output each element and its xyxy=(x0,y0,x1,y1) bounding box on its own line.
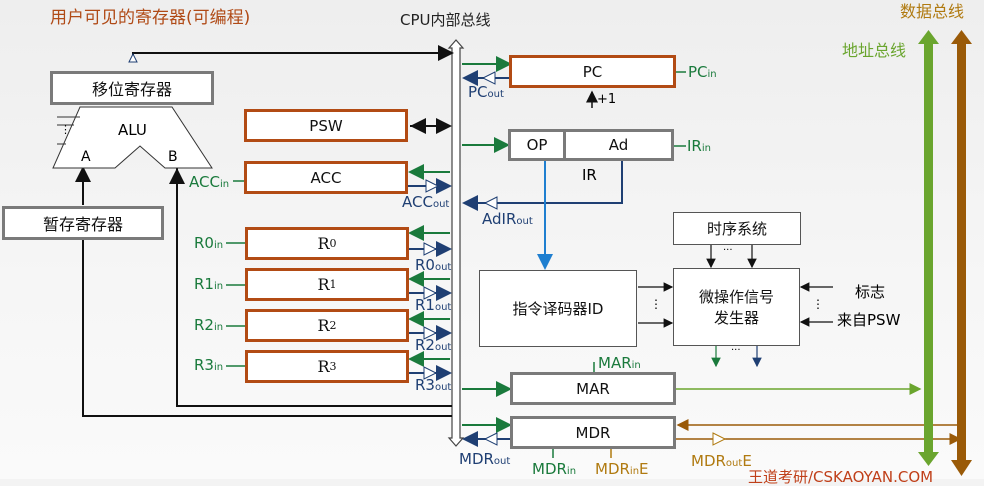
internal-bus-label: CPU内部总线 xyxy=(400,11,491,29)
r2-out-signal: R2out xyxy=(415,336,452,354)
acc-label: ACC xyxy=(310,168,342,187)
pc-in-signal: PCin xyxy=(688,63,717,81)
address-bus-label: 地址总线 xyxy=(842,41,907,60)
shift-to-bus-line xyxy=(132,45,454,61)
psw-label: PSW xyxy=(309,116,343,135)
flag-dots: ⋮ xyxy=(812,297,824,311)
acc-in-signal: ACCin xyxy=(189,173,230,191)
mdr-in-signal: MDRin xyxy=(532,460,577,478)
flags-source-label: 来自PSW xyxy=(837,311,901,329)
adir-out-signal: AdIRout xyxy=(482,210,533,228)
address-bus-arrow xyxy=(918,30,939,466)
page-title: 用户可见的寄存器(可编程) xyxy=(50,8,251,28)
alu-input-b-label: B xyxy=(168,149,178,165)
watermark: 王道考研/CSKAOYAN.COM xyxy=(748,468,934,486)
shift-register: 移位寄存器 xyxy=(50,71,214,105)
acc-out-signal: ACCout xyxy=(402,193,450,211)
alu-label: ALU xyxy=(118,121,147,139)
temp-register: 暂存寄存器 xyxy=(2,206,164,240)
alu-shape xyxy=(52,106,213,169)
r3-out-signal: R3out xyxy=(415,376,452,394)
pc-out-signal: PCout xyxy=(468,83,504,101)
mar-register: MAR xyxy=(510,372,676,405)
mdr-register: MDR xyxy=(510,416,676,449)
r3-in-signal: R3in xyxy=(194,356,224,374)
micro-op-generator: 微操作信号发生器 xyxy=(673,268,800,346)
pc-increment-label: +1 xyxy=(597,92,617,107)
flags-label: 标志 xyxy=(855,283,886,301)
shift-out-gate xyxy=(128,52,138,63)
pc-register: PC xyxy=(509,55,676,88)
r1-in-signal: R1in xyxy=(194,275,224,293)
pc-label: PC xyxy=(582,62,603,81)
ir-ad-field: Ad xyxy=(563,129,674,161)
timing-dots: ··· xyxy=(723,245,733,256)
mdr-out-signal: MDRout xyxy=(459,450,511,468)
instruction-decoder: 指令译码器ID xyxy=(479,270,637,347)
adir-out-line xyxy=(462,161,623,211)
data-bus-arrow xyxy=(951,30,972,476)
r2-in-signal: R2in xyxy=(194,316,224,334)
r-bus-lines xyxy=(408,225,452,381)
decoder-dots: ⋮ xyxy=(650,297,662,311)
alu-input-a-label: A xyxy=(81,149,91,165)
mar-in-signal: MARin xyxy=(598,354,641,372)
r0-in-signal: R0in xyxy=(194,234,224,252)
mdr-in-e-signal: MDRinE xyxy=(595,460,649,478)
acc-register: ACC xyxy=(244,161,408,194)
r0-out-signal: R0out xyxy=(415,256,452,274)
mdr-out-e-signal: MDRoutE xyxy=(691,452,752,470)
r1-out-signal: R1out xyxy=(415,296,452,314)
alu-extra-inputs xyxy=(57,116,80,145)
generator-out-dots: ··· xyxy=(731,345,741,356)
alu-dots: ⋮ xyxy=(60,123,71,136)
ir-label: IR xyxy=(582,166,597,184)
in-signal-ticks xyxy=(226,71,686,458)
temp-register-label: 暂存寄存器 xyxy=(42,215,123,234)
shift-register-label: 移位寄存器 xyxy=(91,80,172,99)
ir-op-field: OP xyxy=(508,129,566,161)
timing-system: 时序系统 xyxy=(673,212,801,245)
bus-to-temp-line xyxy=(82,240,452,417)
data-bus-label: 数据总线 xyxy=(900,2,965,21)
ir-in-signal: IRin xyxy=(687,137,711,155)
psw-register: PSW xyxy=(244,109,408,142)
